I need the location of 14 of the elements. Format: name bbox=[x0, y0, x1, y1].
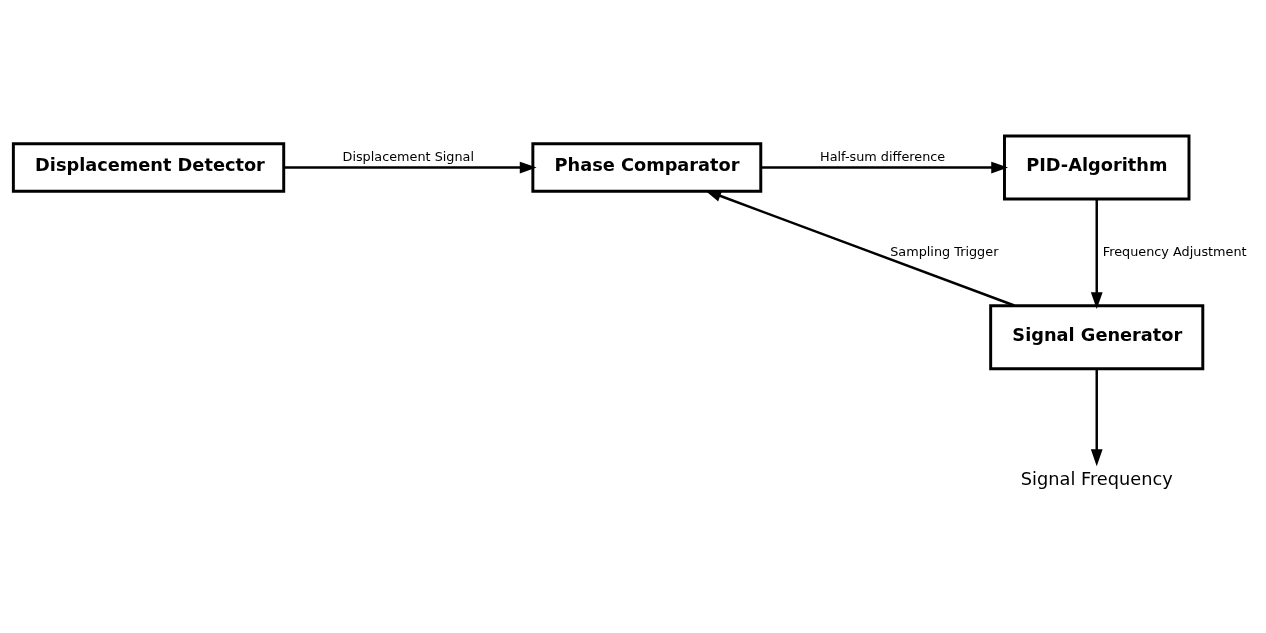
arrow bbox=[1090, 198, 1103, 309]
node-box: PID-Algorithm bbox=[1003, 133, 1191, 201]
edge-label: Sampling Trigger bbox=[890, 243, 999, 259]
arrow bbox=[284, 161, 537, 173]
arrow bbox=[760, 161, 1009, 173]
node-box: Phase Comparator bbox=[531, 141, 763, 193]
edge-label: Frequency Adjustment bbox=[1102, 243, 1247, 259]
node-box: Displacement Detector bbox=[11, 141, 286, 193]
node-box: Signal Generator bbox=[989, 303, 1205, 370]
arrow bbox=[704, 189, 1015, 307]
edge-label: Displacement Signal bbox=[342, 148, 475, 164]
node-text: Signal Frequency bbox=[1020, 468, 1173, 489]
edge-label: Half-sum difference bbox=[820, 148, 946, 164]
arrow bbox=[1090, 368, 1103, 466]
